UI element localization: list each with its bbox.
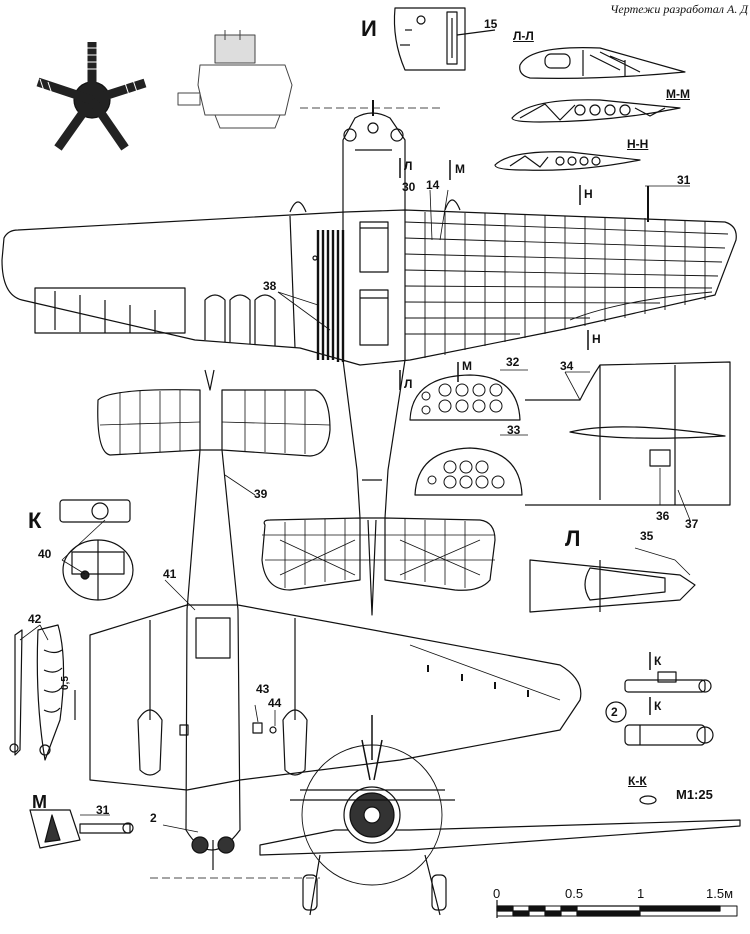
view-m-detail	[29, 809, 134, 849]
leader-lines	[19, 185, 691, 833]
tail-detail-34	[525, 361, 731, 506]
section-kk-label: К-К	[628, 774, 647, 788]
scale-label-05: 0.5	[565, 886, 584, 901]
airfoil-section-n	[494, 151, 641, 171]
airfoil-section-l	[519, 47, 686, 79]
callout-31-wing: 31	[677, 173, 691, 187]
callout-15: 15	[484, 17, 498, 31]
view-m-label: М	[32, 792, 47, 812]
view-k-label: К	[28, 508, 42, 533]
callout-40: 40	[38, 547, 52, 561]
instrument-panel-32	[409, 374, 521, 421]
callout-43: 43	[256, 682, 270, 696]
front-view	[259, 715, 741, 916]
flap-detail-42	[9, 624, 76, 761]
engine-front-view	[36, 42, 147, 151]
plan-view-tail	[261, 517, 496, 616]
cut-mark-k-top: К	[654, 654, 662, 668]
callout-39: 39	[254, 487, 268, 501]
section-mm-label: М-М	[666, 87, 690, 101]
dimension-label: 0,5	[60, 676, 71, 690]
callout-2-gear: 2	[611, 705, 618, 719]
callout-36: 36	[656, 509, 670, 523]
callout-42: 42	[28, 612, 42, 626]
underside-fuselage	[150, 449, 320, 879]
scale-label-0: 0	[493, 886, 501, 901]
scale-bar	[496, 900, 738, 918]
plan-view-wing	[1, 186, 737, 366]
callout-41: 41	[163, 567, 177, 581]
airfoil-section-m	[511, 99, 681, 123]
callout-14: 14	[426, 178, 440, 192]
section-i-label: И	[361, 16, 377, 41]
drawing-credit: Чертежи разработал А. Д	[610, 2, 748, 16]
callout-38: 38	[263, 279, 277, 293]
cut-mark-k-bottom: К	[654, 699, 662, 713]
section-ll-label: Л-Л	[513, 29, 534, 43]
cut-mark-n-bottom: Н	[592, 332, 601, 346]
callout-35: 35	[640, 529, 654, 543]
callout-37: 37	[685, 517, 699, 531]
callout-31-detail: 31	[96, 803, 110, 817]
cut-mark-m-top: М	[455, 162, 465, 176]
callout-30: 30	[402, 180, 416, 194]
section-nn-label: Н-Н	[627, 137, 649, 151]
engine-side-view	[177, 30, 293, 129]
cut-mark-l-top: Л	[404, 159, 413, 173]
cut-mark-l-bottom: Л	[404, 377, 413, 391]
instrument-panel-33	[414, 447, 523, 496]
callout-32: 32	[506, 355, 520, 369]
view-l-detail	[529, 559, 696, 613]
gear-detail-2	[605, 671, 714, 805]
plan-view-fuselage	[300, 100, 440, 519]
scale-ratio: М1:25	[676, 787, 713, 802]
underside-tail	[97, 369, 331, 457]
underside-wing	[89, 604, 582, 791]
cut-mark-m-bottom: М	[462, 359, 472, 373]
view-l-label: Л	[565, 526, 581, 551]
callout-2-fuselage: 2	[150, 811, 157, 825]
callout-33: 33	[507, 423, 521, 437]
cut-mark-n-top: Н	[584, 187, 593, 201]
view-k-detail	[59, 499, 134, 601]
section-cut-marks	[399, 158, 651, 715]
section-i-detail	[393, 7, 496, 71]
callout-44: 44	[268, 696, 282, 710]
scale-label-15: 1.5м	[706, 886, 734, 901]
callout-34: 34	[560, 359, 574, 373]
scale-label-1: 1	[637, 886, 645, 901]
